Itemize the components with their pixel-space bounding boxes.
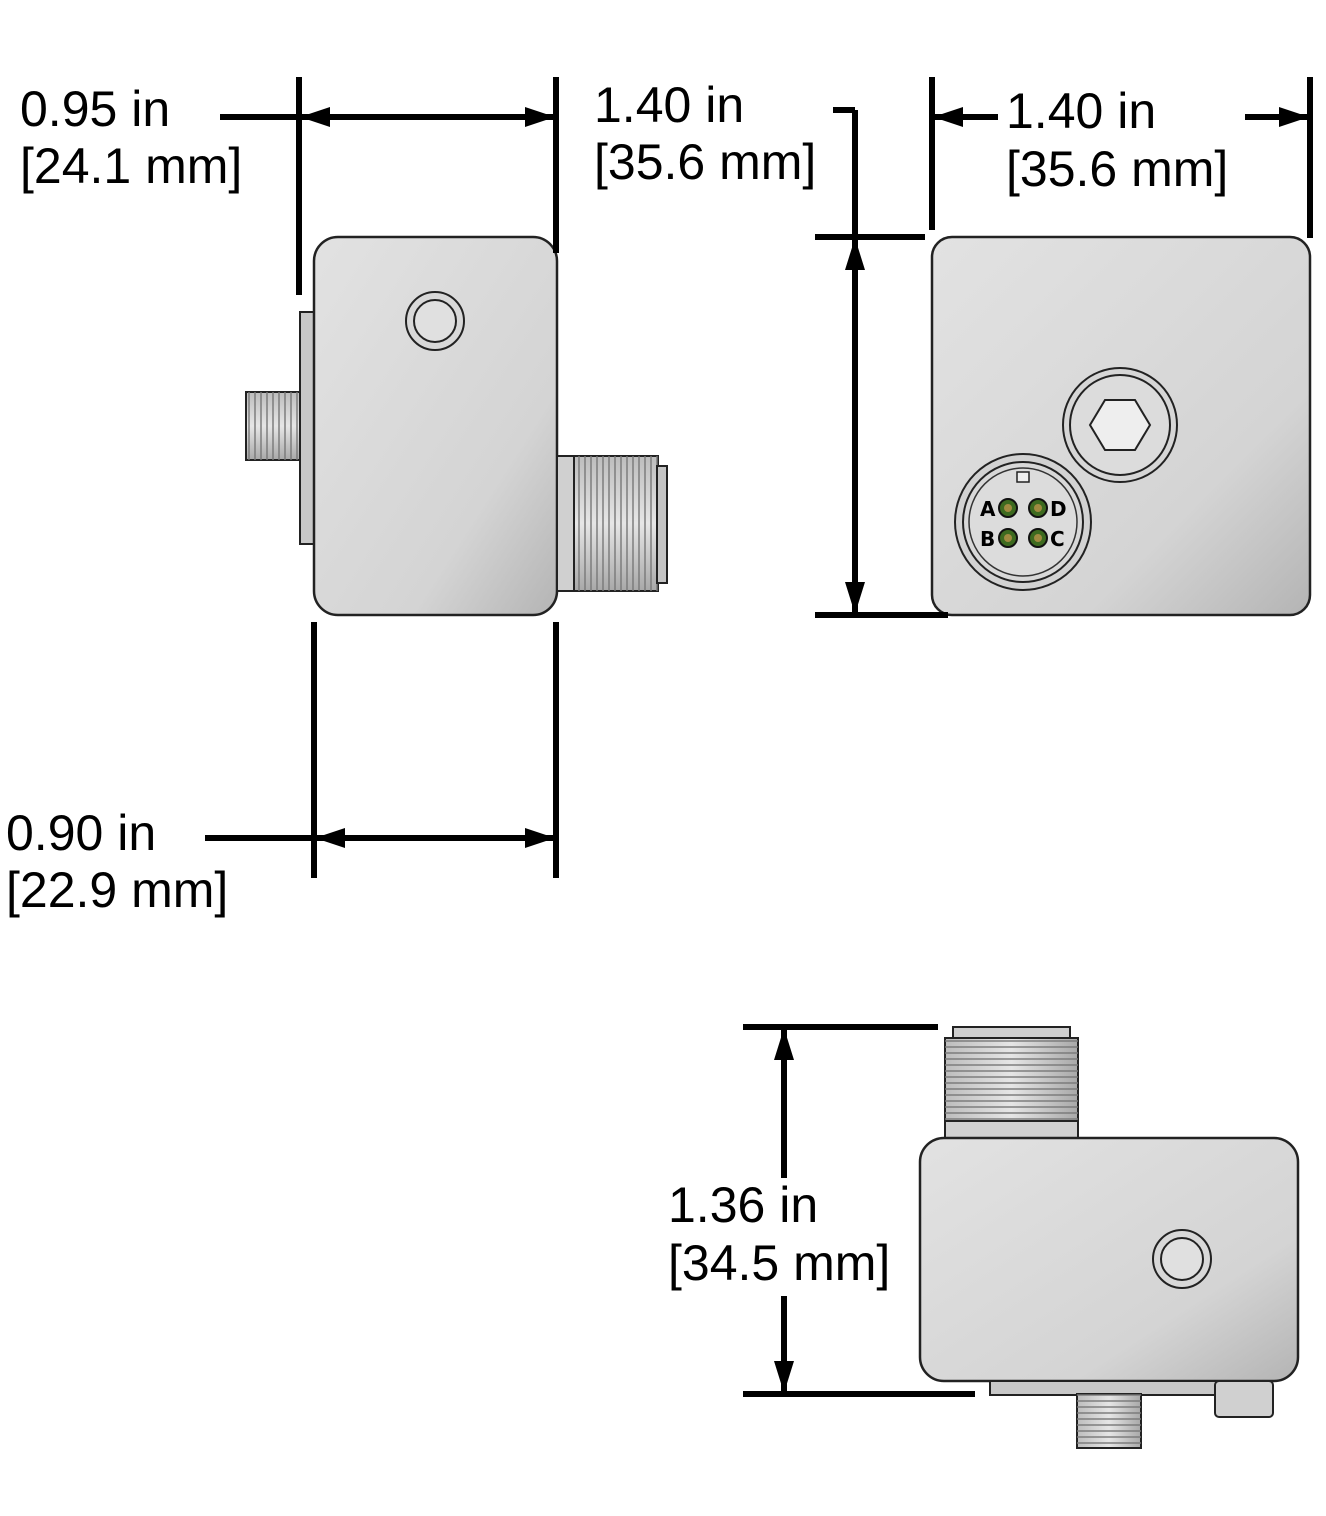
dimension-bottom-height: 1.36 in [34.5 mm] (668, 1024, 975, 1397)
pin-b (998, 528, 1018, 548)
dimension-front-width-imperial: 1.40 in (1006, 83, 1156, 139)
pin-label-d: D (1050, 497, 1067, 521)
dimension-side-top-metric: [24.1 mm] (20, 138, 242, 194)
sensor-body-bottom (918, 1136, 1300, 1383)
base-plate-bottom (989, 1380, 1224, 1396)
side-post (1214, 1380, 1274, 1418)
dimension-bottom-height-imperial: 1.36 in (668, 1177, 818, 1233)
dimension-side-top-imperial: 0.95 in (20, 81, 170, 137)
sensor-body-side (312, 235, 559, 617)
hex-screw-icon (1062, 367, 1178, 483)
pin-c (1028, 528, 1048, 548)
dimension-side-bottom-metric: [22.9 mm] (6, 862, 228, 918)
dimension-front-width-metric: [35.6 mm] (1006, 141, 1228, 197)
mounting-stud (245, 391, 303, 461)
dimension-side-top: 0.95 in [24.1 mm] (20, 77, 559, 295)
pin-label-c: C (1050, 527, 1065, 551)
dimension-front-width: 1.40 in [35.6 mm] (929, 77, 1313, 238)
pin-a (998, 498, 1018, 518)
dimension-side-bottom-imperial: 0.90 in (6, 805, 156, 861)
top-connector-thread (944, 1026, 1079, 1140)
dimension-side-bottom: 0.90 in [22.9 mm] (6, 622, 559, 918)
connector-thread (556, 455, 668, 592)
connector-face: A B C D (954, 453, 1092, 591)
dimension-front-height-imperial: 1.40 in (594, 77, 744, 133)
mounting-stud-bottom (1076, 1393, 1142, 1449)
mounting-hole (405, 291, 465, 351)
pin-label-b: B (980, 527, 995, 551)
mounting-hole-bottom (1152, 1229, 1212, 1289)
front-view: A B C D 1.40 in [35.6 mm] 1.40 in [35.6 … (594, 77, 1313, 618)
dimension-bottom-height-metric: [34.5 mm] (668, 1235, 890, 1291)
pin-d (1028, 498, 1048, 518)
dimension-front-height: 1.40 in [35.6 mm] (594, 77, 948, 618)
side-view: 0.95 in [24.1 mm] 0.90 in [22.9 mm] (6, 77, 668, 918)
pin-label-a: A (980, 497, 996, 521)
dimension-front-height-metric: [35.6 mm] (594, 134, 816, 190)
bottom-view: 1.36 in [34.5 mm] (668, 1024, 1300, 1449)
connector-key (1016, 471, 1030, 483)
